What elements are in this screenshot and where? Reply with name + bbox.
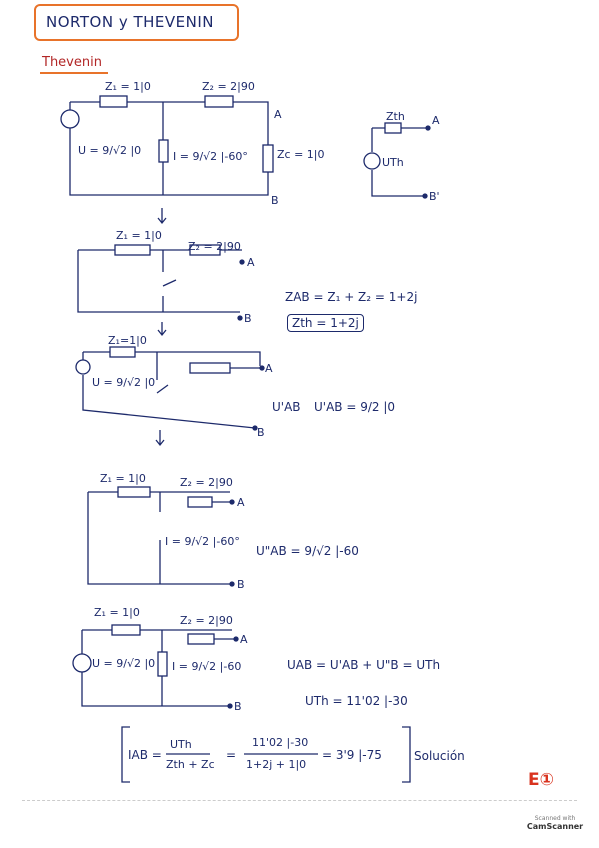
c3-z1-label: Z₁=1|0 bbox=[108, 334, 147, 347]
section-heading: Thevenin bbox=[42, 55, 102, 70]
c1-z2-label: Z₂ = 2|90 bbox=[202, 80, 255, 93]
c4-node-b: B bbox=[237, 578, 245, 591]
c1-z1-label: Z₁ = 1|0 bbox=[105, 80, 151, 93]
thevenin-equivalent bbox=[363, 122, 431, 199]
circuit-1 bbox=[60, 95, 274, 196]
c5-source-label: U = 9/√2 |0 bbox=[92, 657, 156, 670]
page-mark: E① bbox=[528, 770, 555, 790]
circuit-3 bbox=[75, 346, 265, 431]
c2-zth-result: Zth = 1+2j bbox=[287, 314, 364, 332]
camscanner-watermark: Scanned with CamScanner bbox=[520, 815, 590, 831]
c3-node-a: A bbox=[265, 362, 273, 375]
section-underline bbox=[40, 72, 108, 74]
c5-current-label: I = 9/√2 |-60 bbox=[172, 660, 242, 673]
c4-z1-label: Z₁ = 1|0 bbox=[100, 472, 146, 485]
result-frac1-numerator: UTh bbox=[170, 738, 192, 751]
c1-source-label: U = 9/√2 |0 bbox=[78, 144, 142, 157]
c3-source-label: U = 9/√2 |0 bbox=[92, 376, 156, 389]
c2-zab-equation: ZAB = Z₁ + Z₂ = 1+2j bbox=[285, 290, 418, 304]
th-zth-label: Zth bbox=[386, 110, 405, 123]
c4-current-label: I = 9/√2 |-60° bbox=[165, 535, 240, 548]
circuit-5 bbox=[72, 624, 239, 709]
c2-node-b: B bbox=[244, 312, 252, 325]
camscanner-brand: CamScanner bbox=[526, 822, 584, 831]
c2-z2-label: Z₂ = 2|90 bbox=[188, 240, 241, 253]
c3-uab-equation: U'AB = 9/2 |0 bbox=[314, 400, 396, 414]
c1-current-label: I = 9/√2 |-60° bbox=[173, 150, 248, 163]
c1-zc-label: Zc = 1|0 bbox=[277, 148, 325, 161]
c2-node-a: A bbox=[247, 256, 255, 269]
result-frac1-denominator: Zth + Zc bbox=[166, 758, 215, 771]
th-uth-label: UTh bbox=[382, 156, 404, 169]
footer-divider bbox=[22, 800, 577, 801]
title-box: NORTON y THEVENIN bbox=[34, 4, 239, 41]
scanned-with-text: Scanned with bbox=[534, 815, 576, 822]
c1-node-b: B bbox=[271, 194, 279, 207]
th-node-b: B' bbox=[429, 190, 440, 203]
result-lhs: IAB = bbox=[128, 748, 162, 762]
c4-uab-equation: U"AB = 9/√2 |-60 bbox=[256, 544, 359, 558]
c5-uab-equation: UAB = U'AB + U"B = UTh bbox=[287, 658, 441, 672]
result-solution-label: Solución bbox=[414, 749, 465, 763]
c3-node-b: B bbox=[257, 426, 265, 439]
c4-z2-label: Z₂ = 2|90 bbox=[180, 476, 233, 489]
c5-z1-label: Z₁ = 1|0 bbox=[94, 606, 140, 619]
circuit-2 bbox=[77, 244, 245, 321]
c1-node-a: A bbox=[274, 108, 282, 121]
c5-z2-label: Z₂ = 2|90 bbox=[180, 614, 233, 627]
result-frac2-numerator: 11'02 |-30 bbox=[252, 736, 309, 749]
th-node-a: A bbox=[432, 114, 440, 127]
result-value: = 3'9 |-75 bbox=[322, 748, 382, 762]
c5-node-a: A bbox=[240, 633, 248, 646]
result-frac2-denominator: 1+2j + 1|0 bbox=[246, 758, 307, 771]
c3-uab-arrow-label: U'AB bbox=[272, 400, 301, 414]
circuit-4 bbox=[87, 486, 235, 587]
c4-node-a: A bbox=[237, 496, 245, 509]
page-title: NORTON y THEVENIN bbox=[46, 13, 214, 31]
c5-uth-result: UTh = 11'02 |-30 bbox=[305, 694, 408, 708]
c2-z1-label: Z₁ = 1|0 bbox=[116, 229, 162, 242]
c5-node-b: B bbox=[234, 700, 242, 713]
result-equals: = bbox=[226, 748, 237, 762]
